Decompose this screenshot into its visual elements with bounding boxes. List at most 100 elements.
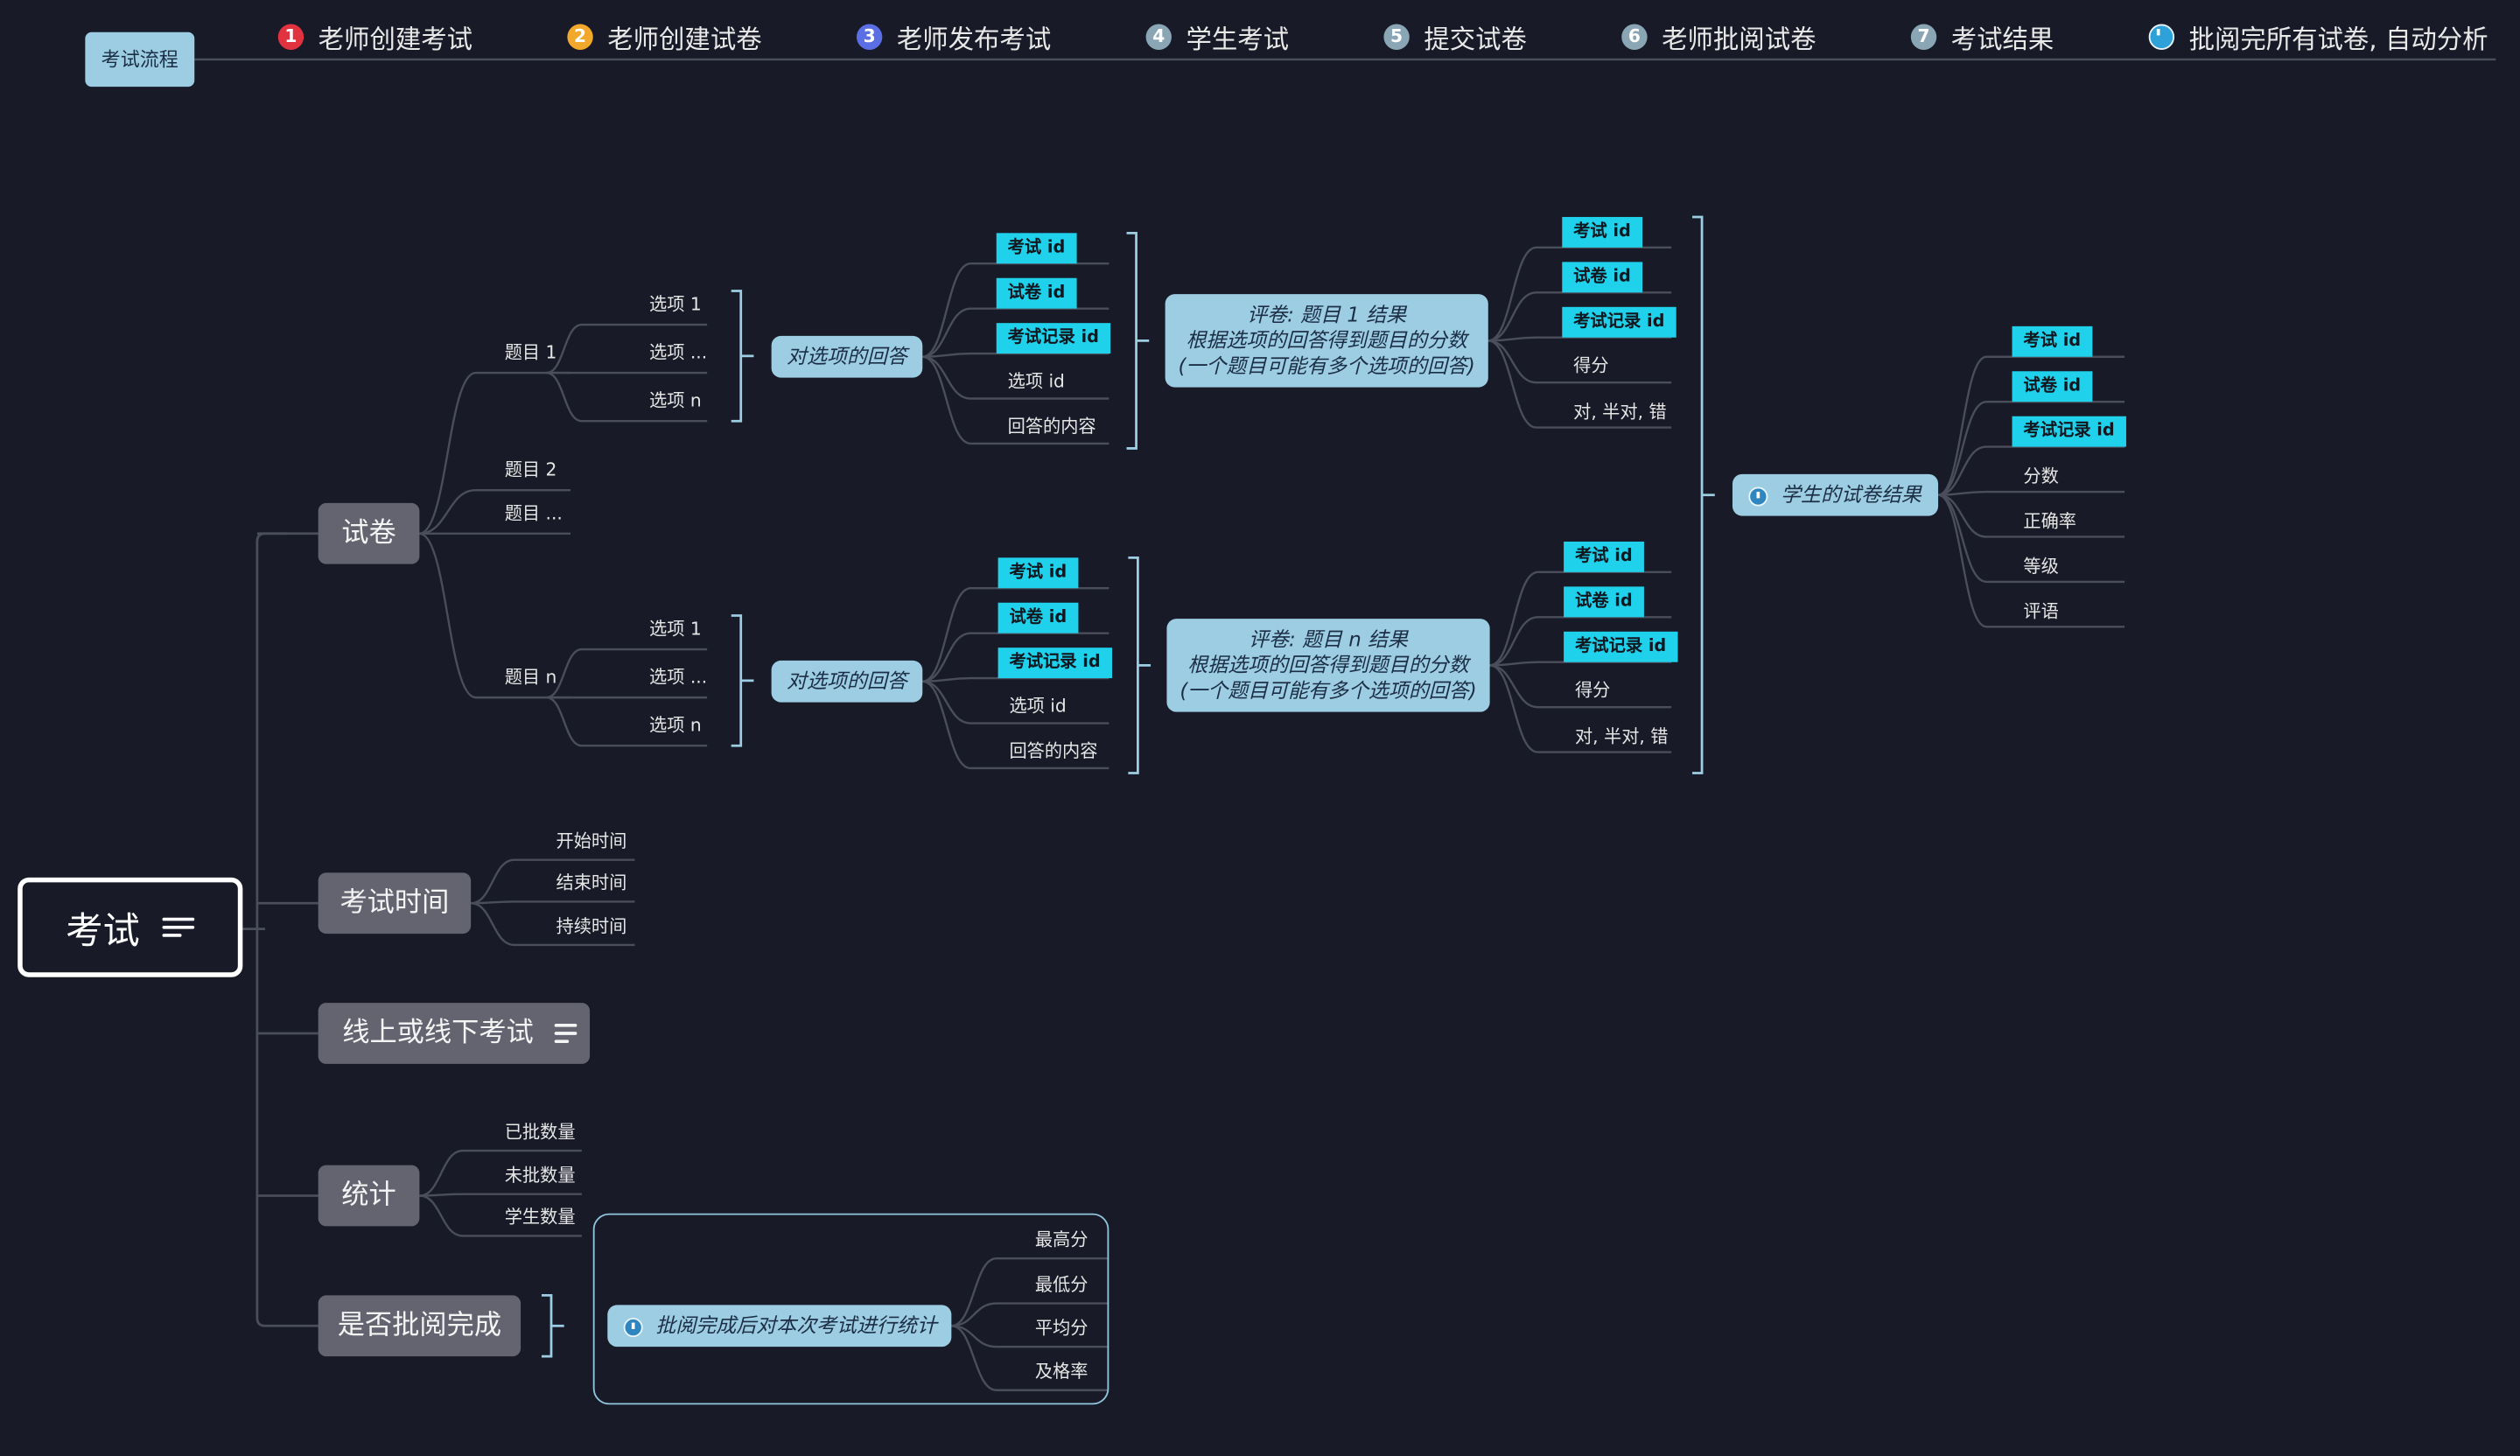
grade-node-n[interactable]: 评卷: 题目 n 结果 根据选项的回答得到题目的分数 (一个题目可能有多个选项的… — [1166, 619, 1490, 712]
clock-icon — [2148, 24, 2175, 50]
auto-analysis-node[interactable]: 批阅完成后对本次考试进行统计 — [607, 1305, 952, 1348]
flow-step-label: 批阅完所有试卷, 自动分析 — [2188, 24, 2488, 55]
root-label: 考试 — [66, 911, 140, 954]
review-stat-item[interactable]: 及格率 — [1034, 1361, 1088, 1382]
clock-icon — [623, 1317, 643, 1337]
branch-exam-time[interactable]: 考试时间 — [318, 872, 472, 934]
field-record-id[interactable]: 考试记录 id — [996, 323, 1110, 354]
field-paper-id[interactable]: 试卷 id — [1562, 262, 1642, 293]
notes-icon — [162, 916, 195, 939]
student-result-label: 学生的试卷结果 — [1781, 482, 1922, 507]
step-number-icon: 1 — [277, 24, 304, 50]
time-item[interactable]: 持续时间 — [556, 915, 627, 937]
grade-title: 评卷: 题目 n 结果 — [1249, 626, 1409, 651]
field-paper-id[interactable]: 试卷 id — [2012, 371, 2092, 402]
question-2[interactable]: 题目 2 — [504, 459, 557, 481]
flow-step-label: 提交试卷 — [1424, 24, 1527, 55]
flow-step-label: 老师创建考试 — [318, 24, 473, 55]
step-number-icon: 7 — [1910, 24, 1937, 50]
student-result-node[interactable]: 学生的试卷结果 — [1732, 473, 1939, 516]
field-paper-id[interactable]: 试卷 id — [998, 602, 1079, 634]
field-exam-id[interactable]: 考试 id — [996, 233, 1077, 264]
flow-step-1[interactable]: 1 老师创建考试 — [277, 18, 473, 56]
option-item[interactable]: 选项 n — [649, 715, 702, 737]
grade-title: 评卷: 题目 1 结果 — [1247, 302, 1407, 326]
field-option-id[interactable]: 选项 id — [1009, 696, 1067, 718]
review-stat-item[interactable]: 最高分 — [1034, 1229, 1088, 1250]
step-number-icon: 3 — [856, 24, 883, 50]
field-score[interactable]: 得分 — [1573, 354, 1609, 376]
option-item[interactable]: 选项 ... — [649, 342, 708, 364]
option-item[interactable]: 选项 n — [649, 390, 702, 412]
flow-step-5[interactable]: 5 提交试卷 — [1383, 18, 1527, 56]
flow-step-7[interactable]: 7 考试结果 — [1910, 18, 2054, 56]
flow-step-label: 老师创建试卷 — [607, 24, 762, 55]
flow-label[interactable]: 考试流程 — [85, 32, 195, 88]
time-item[interactable]: 结束时间 — [556, 872, 627, 894]
field-score[interactable]: 得分 — [1574, 679, 1611, 701]
step-number-icon: 6 — [1621, 24, 1648, 50]
root-node[interactable]: 考试 — [18, 877, 243, 977]
stats-item[interactable]: 学生数量 — [504, 1207, 576, 1228]
flow-step-6[interactable]: 6 老师批阅试卷 — [1621, 18, 1816, 56]
step-number-icon: 2 — [567, 24, 593, 50]
grade-node-1[interactable]: 评卷: 题目 1 结果 根据选项的回答得到题目的分数 (一个题目可能有多个选项的… — [1165, 294, 1488, 388]
field-exam-id[interactable]: 考试 id — [1564, 541, 1644, 572]
review-stat-item[interactable]: 最低分 — [1034, 1274, 1088, 1296]
stats-item[interactable]: 未批数量 — [504, 1165, 576, 1186]
flow-step-label: 考试结果 — [1950, 24, 2054, 55]
field-exam-id[interactable]: 考试 id — [1562, 216, 1642, 248]
notes-icon — [555, 1023, 579, 1044]
flow-step-3[interactable]: 3 老师发布考试 — [856, 18, 1052, 56]
answer-node-n[interactable]: 对选项的回答 — [771, 660, 923, 703]
branch-statistics[interactable]: 统计 — [318, 1165, 420, 1227]
field-record-id[interactable]: 考试记录 id — [2012, 416, 2126, 447]
question-n[interactable]: 题目 n — [504, 667, 557, 689]
grade-desc: 根据选项的回答得到题目的分数 — [1187, 652, 1469, 677]
field-correctness[interactable]: 对, 半对, 错 — [1574, 726, 1669, 748]
field-comment[interactable]: 评语 — [2023, 600, 2059, 622]
field-exam-id[interactable]: 考试 id — [998, 557, 1079, 589]
time-item[interactable]: 开始时间 — [556, 830, 627, 852]
review-stat-item[interactable]: 平均分 — [1034, 1318, 1088, 1339]
flow-step-4[interactable]: 4 学生考试 — [1145, 18, 1290, 56]
branch-review-done[interactable]: 是否批阅完成 — [318, 1295, 522, 1357]
step-number-icon: 4 — [1145, 24, 1172, 50]
auto-analysis-label: 批阅完成后对本次考试进行统计 — [655, 1312, 937, 1338]
question-1[interactable]: 题目 1 — [504, 342, 557, 364]
option-item[interactable]: 选项 1 — [649, 619, 702, 640]
review-boundary — [592, 1213, 1110, 1405]
flow-step-label: 老师发布考试 — [896, 24, 1052, 55]
field-answer-content[interactable]: 回答的内容 — [1007, 416, 1096, 438]
field-correctness[interactable]: 对, 半对, 错 — [1573, 402, 1667, 424]
field-answer-content[interactable]: 回答的内容 — [1009, 740, 1098, 762]
field-level[interactable]: 等级 — [2023, 556, 2059, 578]
flow-step-8[interactable]: 批阅完所有试卷, 自动分析 — [2148, 18, 2488, 56]
grade-desc: 根据选项的回答得到题目的分数 — [1186, 327, 1467, 353]
field-exam-id[interactable]: 考试 id — [2012, 326, 2092, 357]
flow-step-label: 老师批阅试卷 — [1662, 24, 1816, 55]
option-item[interactable]: 选项 ... — [649, 667, 708, 689]
question-more[interactable]: 题目 ... — [504, 502, 563, 524]
field-record-id[interactable]: 考试记录 id — [1564, 631, 1678, 662]
branch-paper[interactable]: 试卷 — [318, 502, 420, 564]
field-total-score[interactable]: 分数 — [2023, 466, 2059, 487]
grade-note: (一个题目可能有多个选项的回答) — [1180, 678, 1477, 703]
field-record-id[interactable]: 考试记录 id — [1562, 306, 1676, 338]
field-option-id[interactable]: 选项 id — [1007, 371, 1065, 393]
field-paper-id[interactable]: 试卷 id — [1564, 586, 1644, 618]
stats-item[interactable]: 已批数量 — [504, 1122, 576, 1143]
flow-step-2[interactable]: 2 老师创建试卷 — [567, 18, 762, 56]
field-paper-id[interactable]: 试卷 id — [996, 277, 1077, 309]
flow-step-label: 学生考试 — [1186, 24, 1290, 55]
field-record-id[interactable]: 考试记录 id — [998, 648, 1112, 679]
grade-note: (一个题目可能有多个选项的回答) — [1178, 354, 1475, 378]
branch-exam-mode-label: 线上或线下考试 — [342, 1017, 534, 1050]
clock-icon — [1748, 486, 1768, 506]
field-accuracy[interactable]: 正确率 — [2023, 511, 2077, 532]
branch-exam-mode[interactable]: 线上或线下考试 — [318, 1003, 591, 1064]
step-number-icon: 5 — [1383, 24, 1410, 50]
option-item[interactable]: 选项 1 — [649, 294, 702, 315]
answer-node-1[interactable]: 对选项的回答 — [771, 335, 923, 378]
